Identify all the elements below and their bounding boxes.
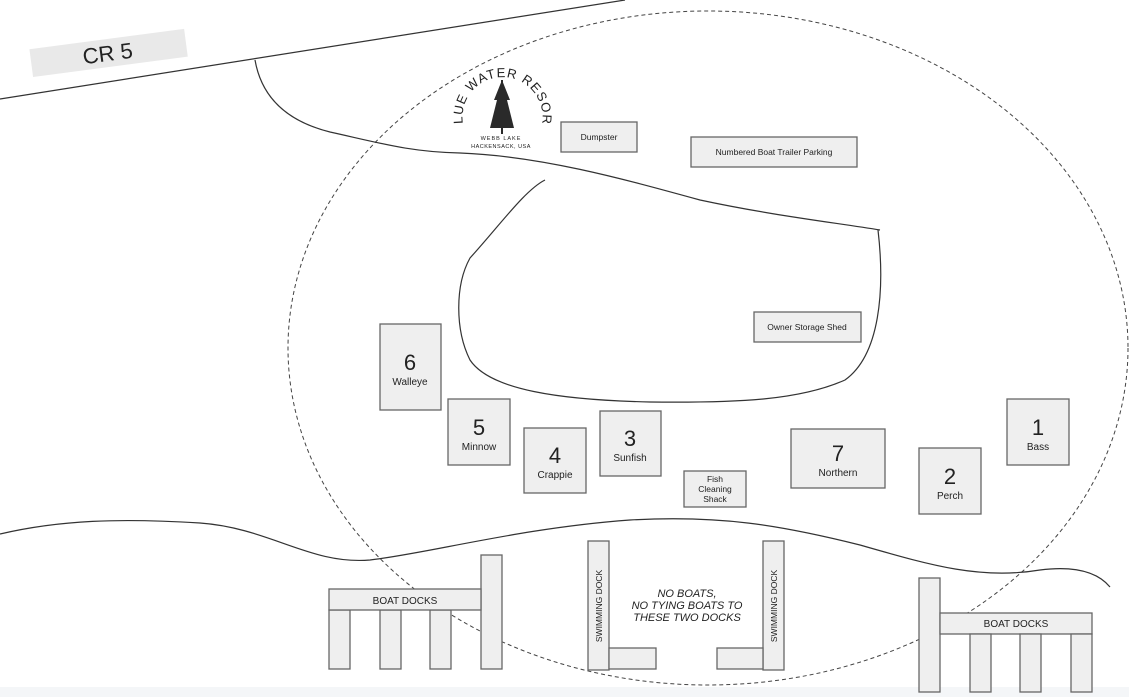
cabin-3-number: 3 [624, 426, 636, 451]
bottom-strip [0, 687, 1129, 697]
resort-logo: BLUE WATER RESORT WEBB LAKE HACKENSACK, … [0, 0, 554, 150]
property-boundary [287, 10, 1129, 686]
fish-cleaning-shack: Fish Cleaning Shack [683, 470, 747, 508]
cabin-7-name: Northern [819, 468, 858, 479]
logo-line1: WEBB LAKE [481, 136, 522, 142]
cabin-7[interactable]: 7 Northern [790, 428, 886, 489]
shoreline [0, 518, 1111, 588]
road-label: CR 5 [29, 28, 188, 77]
fish-shack-line1: Fish [707, 474, 723, 484]
dumpster-label: Dumpster [581, 132, 618, 142]
trailer-parking: Numbered Boat Trailer Parking [690, 136, 858, 168]
cabin-2-name: Perch [937, 491, 963, 502]
notice-line1: NO BOATS, [657, 588, 716, 600]
county-road [0, 0, 626, 100]
cabin-1[interactable]: 1 Bass [1006, 398, 1070, 466]
boat-docks-right: BOAT DOCKS [918, 577, 1093, 693]
cabin-1-number: 1 [1032, 415, 1044, 440]
pine-tree-icon [490, 80, 514, 134]
cabin-5-name: Minnow [462, 442, 497, 453]
notice-line3: THESE TWO DOCKS [633, 612, 741, 624]
dock-notice: NO BOATS, NO TYING BOATS TO THESE TWO DO… [632, 588, 743, 624]
cabin-2-number: 2 [944, 464, 956, 489]
trailer-parking-label: Numbered Boat Trailer Parking [716, 147, 833, 157]
cabin-6-name: Walleye [392, 377, 428, 388]
cabin-3[interactable]: 3 Sunfish [599, 410, 662, 477]
swimming-dock-left: SWIMMING DOCK [587, 540, 657, 671]
loop-road [458, 179, 882, 403]
boat-docks-right-label: BOAT DOCKS [984, 619, 1049, 630]
swimming-dock-left-label: SWIMMING DOCK [594, 570, 604, 643]
cabin-6-number: 6 [404, 350, 416, 375]
fish-shack-line2: Cleaning [698, 484, 732, 494]
boat-docks-left-label: BOAT DOCKS [373, 596, 438, 607]
notice-line2: NO TYING BOATS TO [632, 600, 743, 612]
swimming-dock-right: SWIMMING DOCK [716, 540, 785, 671]
fish-shack-line3: Shack [703, 494, 727, 504]
cabin-1-name: Bass [1027, 442, 1049, 453]
driveway [254, 59, 881, 231]
swimming-dock-right-label: SWIMMING DOCK [769, 570, 779, 643]
dumpster: Dumpster [560, 121, 638, 153]
logo-line2: HACKENSACK, USA [471, 144, 531, 150]
owner-shed-label: Owner Storage Shed [767, 322, 847, 332]
cabin-5[interactable]: 5 Minnow [447, 398, 511, 466]
cabin-3-name: Sunfish [613, 453, 646, 464]
cabin-4[interactable]: 4 Crappie [523, 427, 587, 494]
cabin-6[interactable]: 6 Walleye [379, 323, 442, 411]
cabin-5-number: 5 [473, 415, 485, 440]
cabin-7-number: 7 [832, 441, 844, 466]
cabin-2[interactable]: 2 Perch [918, 447, 982, 515]
boat-docks-left: BOAT DOCKS [328, 554, 503, 670]
owner-storage-shed: Owner Storage Shed [753, 311, 862, 343]
cabin-4-number: 4 [549, 443, 561, 468]
cabin-4-name: Crappie [537, 470, 572, 481]
